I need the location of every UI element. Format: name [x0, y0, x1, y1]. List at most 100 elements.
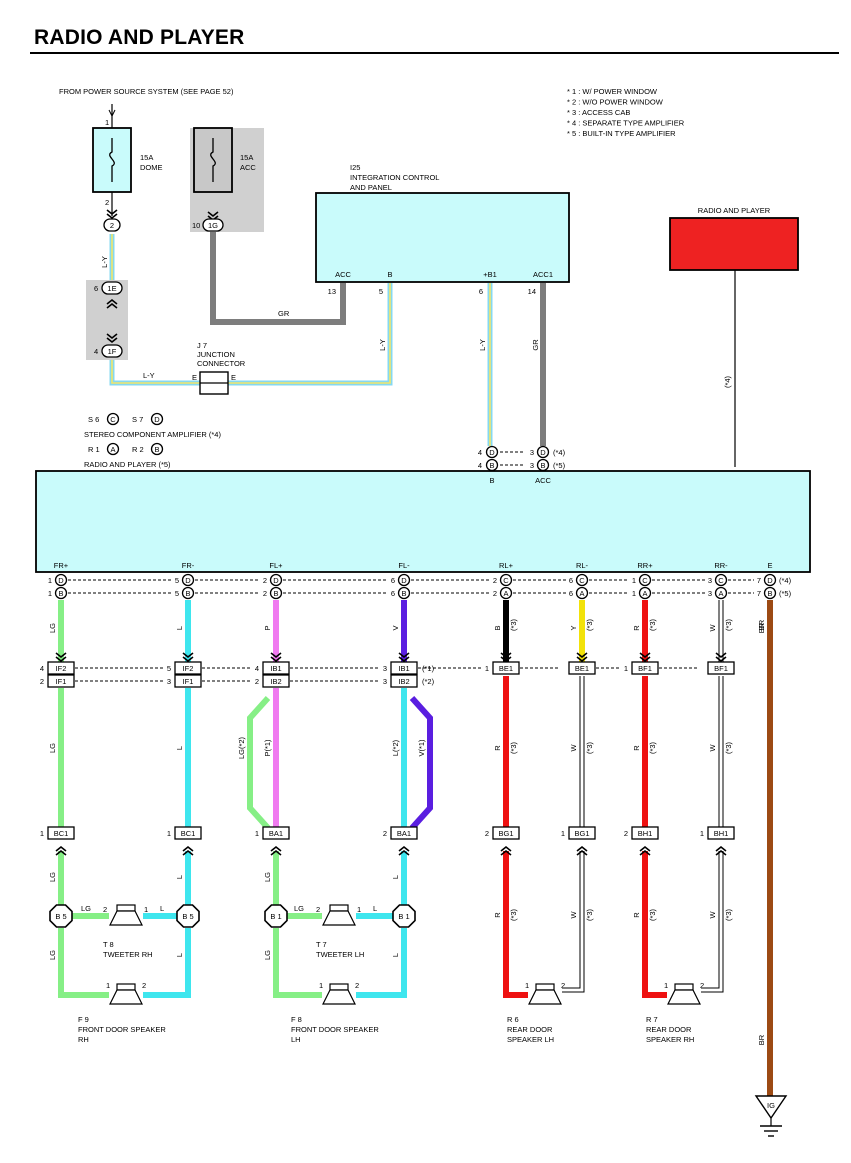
- output-4-letter-1: [397, 573, 411, 587]
- inline-row1-connector-2: [174, 661, 202, 675]
- door-speaker-4-pin-left: 1: [664, 981, 668, 990]
- legend-s7-letter: [150, 412, 164, 426]
- output-2-letter-2: [181, 586, 195, 600]
- inline-row1-connector-6-code: BE1: [575, 664, 589, 673]
- inline-row2-connector-1: [47, 674, 75, 688]
- mid-wire-label-3: LG(*2): [237, 736, 246, 759]
- ground-wire-label-2: BR: [757, 1034, 766, 1045]
- radio-box-label: RADIO AND PLAYER: [698, 206, 771, 215]
- junction-octagon-1-code: B 5: [55, 912, 66, 921]
- inline-row1-connector-5: [492, 661, 520, 675]
- inline-row3-pin-4: 2: [383, 829, 387, 838]
- output-1-pin-1: 1: [48, 576, 52, 585]
- output-2-pin-1: 5: [175, 576, 179, 585]
- inline-row3-connector-6: [568, 826, 596, 840]
- ly-wire-jb-to-j7: [109, 358, 200, 386]
- door-speaker-1-pin-left: 1: [106, 981, 110, 990]
- inline-row3-connector-4-code: BA1: [397, 829, 411, 838]
- jb-top-pin: 6: [94, 284, 98, 293]
- wire-fl-plus-alt: [247, 695, 271, 831]
- wire-fr-minus-spk: [143, 928, 191, 998]
- gr-wire-acc: [210, 232, 346, 325]
- inline-row1-connector-2-code: IF2: [183, 664, 194, 673]
- legend-s6: S 6: [88, 415, 99, 424]
- output-6-letter-2-letter: A: [579, 589, 584, 598]
- output-8-letter-2-letter: A: [718, 589, 723, 598]
- output-1-wire-label: LG: [48, 623, 57, 633]
- output-8-wire-label: W: [708, 624, 717, 632]
- inline-row1-pin-7: 1: [624, 664, 628, 673]
- panel-terminal-1: ACC: [335, 270, 351, 279]
- panel-pin-1: 13: [328, 287, 336, 296]
- inline-row2-connector-4-code: IB2: [398, 677, 409, 686]
- mid-wire-label-9: R: [632, 745, 641, 751]
- inline-row3-connector-4: [390, 826, 418, 840]
- wire-rr-plus-low: [642, 851, 667, 998]
- fuse-dome-pin-bottom: 2: [105, 198, 109, 207]
- spk-wire-label-2: L: [175, 953, 184, 957]
- inline-row3-connector-6-code: BG1: [574, 829, 589, 838]
- radio-player-box: [669, 217, 799, 271]
- output-7-letter-2: [638, 586, 652, 600]
- inline-row3-connector-8-code: BH1: [714, 829, 729, 838]
- radio-top-acc-note-1: (*4): [553, 448, 566, 457]
- inline-row1-connector-1-code: IF2: [56, 664, 67, 673]
- rear-low-wire-label-4: W: [708, 911, 717, 919]
- rear-low-wire-note-1: (*3): [509, 908, 518, 921]
- inline-row2-connector-3: [262, 674, 290, 688]
- radio-top-acc-label: ACC: [535, 476, 551, 485]
- power-source-label: FROM POWER SOURCE SYSTEM (SEE PAGE 52): [59, 87, 234, 96]
- output-1-letter-1-letter: D: [58, 576, 64, 585]
- legend-r1: R 1: [88, 445, 100, 454]
- door-speaker-4-magnet: [674, 983, 694, 991]
- mid-wire-note-3: (*3): [648, 741, 657, 754]
- integration-panel-name-1: INTEGRATION CONTROL: [350, 173, 439, 182]
- note-line-4: * 4 : SEPARATE TYPE AMPLIFIER: [567, 119, 685, 128]
- inline-row1-connector-3-code: IB1: [270, 664, 281, 673]
- inline-row3-pin-5: 2: [485, 829, 489, 838]
- inline-row1-chevron-5: [500, 652, 512, 663]
- output-e-note-1: (*4): [779, 576, 792, 585]
- output-5-letter-2-letter: A: [503, 589, 508, 598]
- output-3-letter-2-letter: B: [273, 589, 278, 598]
- ground-triangle: [754, 1095, 788, 1120]
- wire-rl-plus-low: [503, 851, 528, 998]
- labels-layer: * 1 : W/ POWER WINDOW* 2 : W/O POWER WIN…: [40, 87, 792, 1110]
- inline-row1-chevron-8: [715, 652, 727, 663]
- fuse-dome-chevron: [106, 209, 118, 220]
- j7-left-pin: E: [192, 373, 197, 382]
- legend-s6-letter: [106, 412, 120, 426]
- fuse-acc-element: [210, 138, 216, 182]
- inline-row3-chevron-6: [576, 845, 588, 856]
- output-3-pin-1: 2: [263, 576, 267, 585]
- output-1-letter-1: [54, 573, 68, 587]
- tweeter-2-wire-left: LG: [294, 904, 304, 913]
- legend-r2: R 2: [132, 445, 144, 454]
- radio-top-acc-letter-2-letter: B: [540, 461, 545, 470]
- wire-fl-minus-alt: [409, 695, 433, 831]
- inline-row1-connector-8: [707, 661, 735, 675]
- inline-row3-chevron-5: [500, 845, 512, 856]
- wire-rl-minus-low: [562, 851, 584, 992]
- wire-label-gr-1: GR: [278, 309, 290, 318]
- wire-label-ly-1: L-Y: [100, 256, 109, 268]
- panel-terminal-2: B: [387, 270, 392, 279]
- door-speaker-4-code: R 7: [646, 1015, 658, 1024]
- wire-label-star4: (*4): [723, 375, 732, 388]
- door-speaker-3-pin-right: 2: [561, 981, 565, 990]
- inline-row1-connector-8-code: BF1: [714, 664, 728, 673]
- legend-r2-letter: [150, 442, 164, 456]
- door-speaker-3: [528, 989, 562, 1005]
- mid-wire-note-1: (*3): [509, 741, 518, 754]
- inline-row3-chevron-4: [398, 845, 410, 856]
- fuse-dome-pin-top: 1: [105, 118, 109, 127]
- door-speaker-2: [322, 989, 356, 1005]
- spk-wire-label-1: LG: [48, 950, 57, 960]
- inline-row1-connector-7: [631, 661, 659, 675]
- inline-row2-pin-1: 2: [40, 677, 44, 686]
- low-wire-label-4: L: [391, 875, 400, 879]
- output-6-letter-1: [575, 573, 589, 587]
- door-speaker-3-magnet: [535, 983, 555, 991]
- inline-row1-connector-6: [568, 661, 596, 675]
- output-name-9: E: [767, 561, 772, 570]
